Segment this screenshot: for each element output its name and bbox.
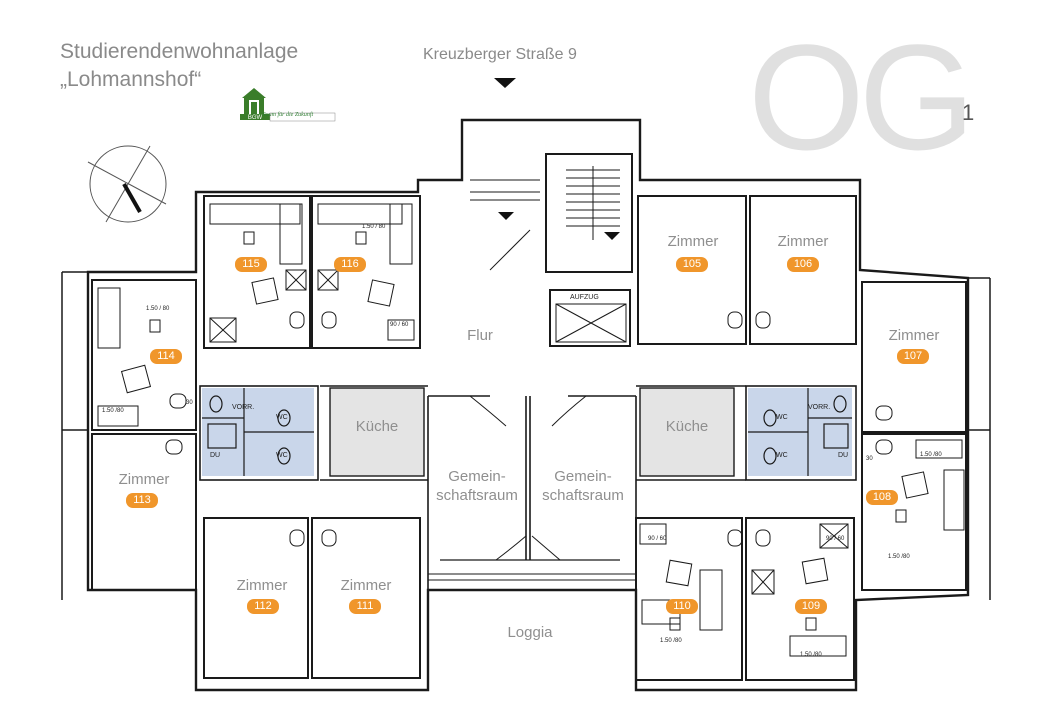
bgw-logo: BGW (240, 88, 336, 122)
room-number-105: 105 (676, 257, 708, 272)
room-number-114: 114 (150, 349, 182, 364)
dim-bed-110: 1.50 /80 (660, 638, 682, 644)
arrow-down-icon (498, 212, 514, 220)
room-number-113: 113 (126, 493, 158, 508)
room-number-116: 116 (334, 257, 366, 272)
du-label-right: DU (838, 452, 849, 459)
dim-window-116: 90 / 60 (390, 322, 409, 328)
room-number-108: 108 (866, 490, 898, 505)
street-address: Kreuzberger Straße 9 (423, 46, 577, 63)
compass-icon (87, 145, 167, 223)
room-label-gemein-right-2: schaftsraum (542, 487, 624, 504)
wc-label-right-1: WC (776, 414, 788, 421)
dim-window-110: 90 / 60 (648, 536, 667, 542)
kitchen-right (639, 387, 735, 477)
room-label-zimmer-111: Zimmer (340, 577, 392, 594)
room-label-gemein-right-1: Gemein- (554, 468, 612, 485)
vorr-label-right: VORR. (808, 404, 831, 411)
room-number-107: 107 (897, 349, 929, 364)
arrow-down-icon (494, 78, 516, 88)
site-title: Studierendenwohnanlage (60, 40, 299, 63)
room-label-kueche-right: Küche (665, 418, 709, 435)
room-label-zimmer-105: Zimmer (667, 233, 719, 250)
room-number-109: 109 (795, 599, 827, 614)
room-number-112: 112 (247, 599, 279, 614)
room-label-loggia: Loggia (507, 624, 553, 641)
kitchen-left (329, 387, 425, 477)
aufzug-label: AUFZUG (570, 294, 599, 301)
room-label-zimmer-107: Zimmer (888, 327, 940, 344)
room-label-gemein-left-1: Gemein- (448, 468, 506, 485)
site-subtitle: „Lohmannshof“ (60, 68, 202, 91)
arrow-down-icon (604, 232, 620, 240)
wc-label-left-2: WC (276, 452, 288, 459)
wc-label-right-2: WC (776, 452, 788, 459)
room-number-106: 106 (787, 257, 819, 272)
room-number-111: 111 (349, 599, 381, 614)
dim-bed-109: 1.50 /80 (800, 652, 822, 658)
dim-bed-114b: 1.50 /80 (102, 408, 124, 414)
floor-label: OG (748, 13, 975, 181)
dim-window-109: 90 / 60 (826, 536, 845, 542)
vorr-label-left: VORR. (232, 404, 255, 411)
dim-bed-114: 1.50 / 80 (146, 306, 170, 312)
dim-bed-116: 1.50 / 80 (362, 224, 386, 230)
logo-tagline: Raum für die Zukunft (262, 112, 314, 118)
room-number-110: 110 (666, 599, 698, 614)
room-label-kueche-left: Küche (355, 418, 399, 435)
room-number-115: 115 (235, 257, 267, 272)
dim-bed-108: 1.50 /80 (920, 452, 942, 458)
dim-bed-108b: 1.50 /80 (888, 554, 910, 560)
wc-label-left-1: WC (276, 414, 288, 421)
floor-number: 1 (962, 100, 975, 125)
du-label-left: DU (210, 452, 221, 459)
room-label-zimmer-112: Zimmer (236, 577, 288, 594)
room-label-zimmer-113: Zimmer (118, 471, 170, 488)
dim-30-right: 30 (866, 456, 873, 462)
room-label-gemein-left-2: schaftsraum (436, 487, 518, 504)
room-label-flur: Flur (467, 327, 493, 344)
dim-30-left: 30 (186, 400, 193, 406)
room-label-zimmer-106: Zimmer (777, 233, 829, 250)
logo-text: BGW (248, 115, 263, 121)
